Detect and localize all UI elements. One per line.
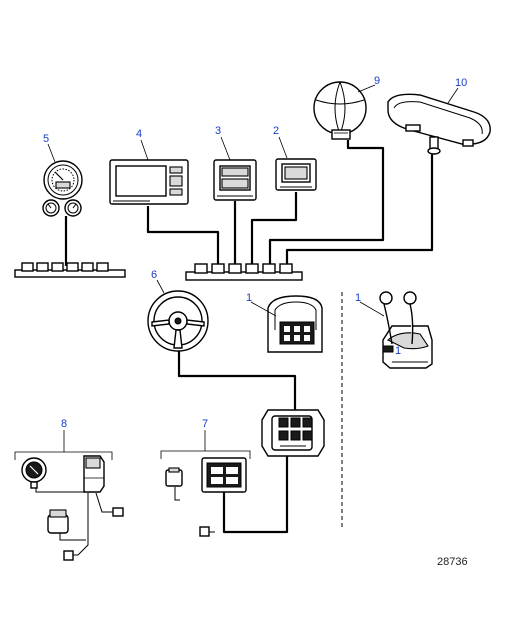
cable-radar-10	[285, 150, 434, 266]
callout-1-lever-inner: 1	[395, 345, 401, 357]
callout-10: 10	[455, 77, 467, 89]
callout-7: 7	[202, 418, 208, 430]
callout-2: 2	[273, 125, 279, 137]
callout-4: 4	[136, 128, 142, 140]
figure-number: 28736	[437, 556, 468, 568]
joystick-control-icon	[267, 295, 323, 353]
leader-lines	[47, 84, 459, 317]
cable-display-2	[250, 192, 298, 266]
fuel-gauge-sensor-icon	[21, 455, 124, 561]
callout-8: 8	[61, 418, 67, 430]
cables	[35, 140, 434, 556]
multifunction-display-icon	[109, 159, 189, 205]
callout-1-lever: 1	[355, 292, 361, 304]
callout-9: 9	[374, 75, 380, 87]
cable-steering-6	[177, 349, 297, 412]
terminal-plug-icon	[199, 526, 210, 537]
switch-node-icon	[261, 409, 325, 457]
small-display-icon	[275, 158, 317, 191]
callout-6: 6	[151, 269, 157, 281]
gps-antenna-dome-icon	[313, 81, 367, 140]
cable-harness-8	[35, 482, 91, 493]
steering-wheel-icon	[147, 290, 209, 352]
dual-lever-control-icon	[379, 291, 433, 369]
radar-antenna-icon	[387, 93, 491, 155]
cable-panel-7	[222, 446, 289, 534]
network-hub-icon	[185, 263, 303, 281]
cable-harness-8-b	[72, 493, 89, 556]
cable-display-4	[146, 206, 220, 266]
cable-gps-9	[268, 140, 385, 266]
analog-gauge-cluster-icon	[42, 160, 83, 217]
switch-panel-icon	[201, 457, 247, 493]
cable-harness-8-d	[95, 492, 114, 513]
left-bus-bar-icon	[14, 262, 126, 278]
bracket-8	[14, 451, 113, 460]
cable-panel-7-b	[174, 487, 180, 501]
callout-5: 5	[43, 133, 49, 145]
bracket-7	[160, 450, 251, 459]
connector-plug-icon	[165, 467, 183, 487]
callout-3: 3	[215, 125, 221, 137]
instrument-display-icon	[213, 159, 257, 201]
callout-labels: 5 4 3 2 9 10 6 1 1 1 8 7	[43, 75, 467, 430]
callout-1-joystick: 1	[246, 292, 252, 304]
